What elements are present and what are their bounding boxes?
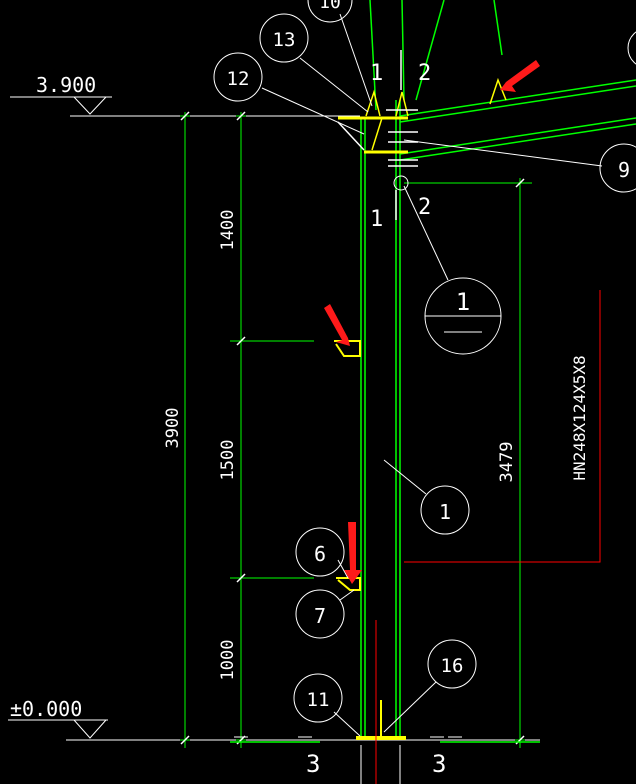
dim-total: 3900 — [163, 408, 183, 449]
callout-1: 1 — [420, 485, 470, 535]
top-connection — [337, 89, 418, 167]
dim-seg-mid: 1500 — [218, 440, 238, 481]
dim-seg-top: 1400 — [218, 210, 238, 251]
bolt-marker — [393, 175, 409, 191]
svg-text:10: 10 — [319, 0, 341, 13]
roof-beams — [369, 0, 636, 161]
member-label: HN248X124X5X8 — [570, 355, 589, 480]
svg-text:11: 11 — [307, 689, 330, 711]
elevation-bottom: ±0.000 — [8, 697, 540, 741]
base-plate — [230, 620, 540, 784]
elevation-bottom-label: ±0.000 — [10, 697, 82, 721]
svg-text:13: 13 — [273, 29, 296, 51]
callout-13: 13 — [259, 13, 309, 63]
callout-10: 10 — [307, 0, 353, 23]
red-arrow-icon — [344, 522, 362, 584]
svg-text:9: 9 — [618, 158, 630, 182]
svg-text:6: 6 — [314, 542, 326, 566]
red-arrow-icon — [324, 304, 350, 346]
section-3-right: 3 — [432, 750, 446, 778]
detail-callout: 1 — [424, 277, 502, 355]
callout-partial-right — [627, 31, 636, 65]
svg-text:1: 1 — [439, 500, 451, 524]
svg-text:16: 16 — [441, 655, 464, 677]
red-arrow-icon — [500, 60, 540, 92]
svg-text:7: 7 — [314, 604, 326, 628]
callout-12: 12 — [213, 52, 263, 102]
elevation-top-label: 3.900 — [36, 73, 96, 97]
callout-6: 6 — [295, 527, 345, 577]
callout-7: 7 — [295, 589, 345, 639]
purlin-cleat — [489, 77, 507, 105]
svg-text:12: 12 — [227, 68, 250, 90]
callout-11: 11 — [293, 673, 343, 723]
callout-16: 16 — [427, 639, 477, 689]
steel-column — [360, 100, 401, 740]
dim-seg-bottom: 1000 — [218, 640, 238, 681]
callout-9: 9 — [599, 143, 636, 193]
section-1-top: 1 — [370, 61, 383, 86]
section-3-left: 3 — [306, 750, 320, 778]
section-1-mid: 1 — [370, 207, 383, 232]
section-cut-lines — [395, 50, 402, 220]
section-2-mid: 2 — [418, 195, 431, 220]
svg-text:1: 1 — [456, 288, 470, 316]
dimension-lines — [180, 112, 532, 748]
member-leader — [404, 290, 601, 563]
brackets — [334, 340, 361, 591]
leader-lines — [261, 13, 603, 737]
elevation-top: 3.900 — [10, 73, 360, 117]
section-2-top: 2 — [418, 61, 431, 86]
dim-column: 3479 — [497, 442, 517, 483]
